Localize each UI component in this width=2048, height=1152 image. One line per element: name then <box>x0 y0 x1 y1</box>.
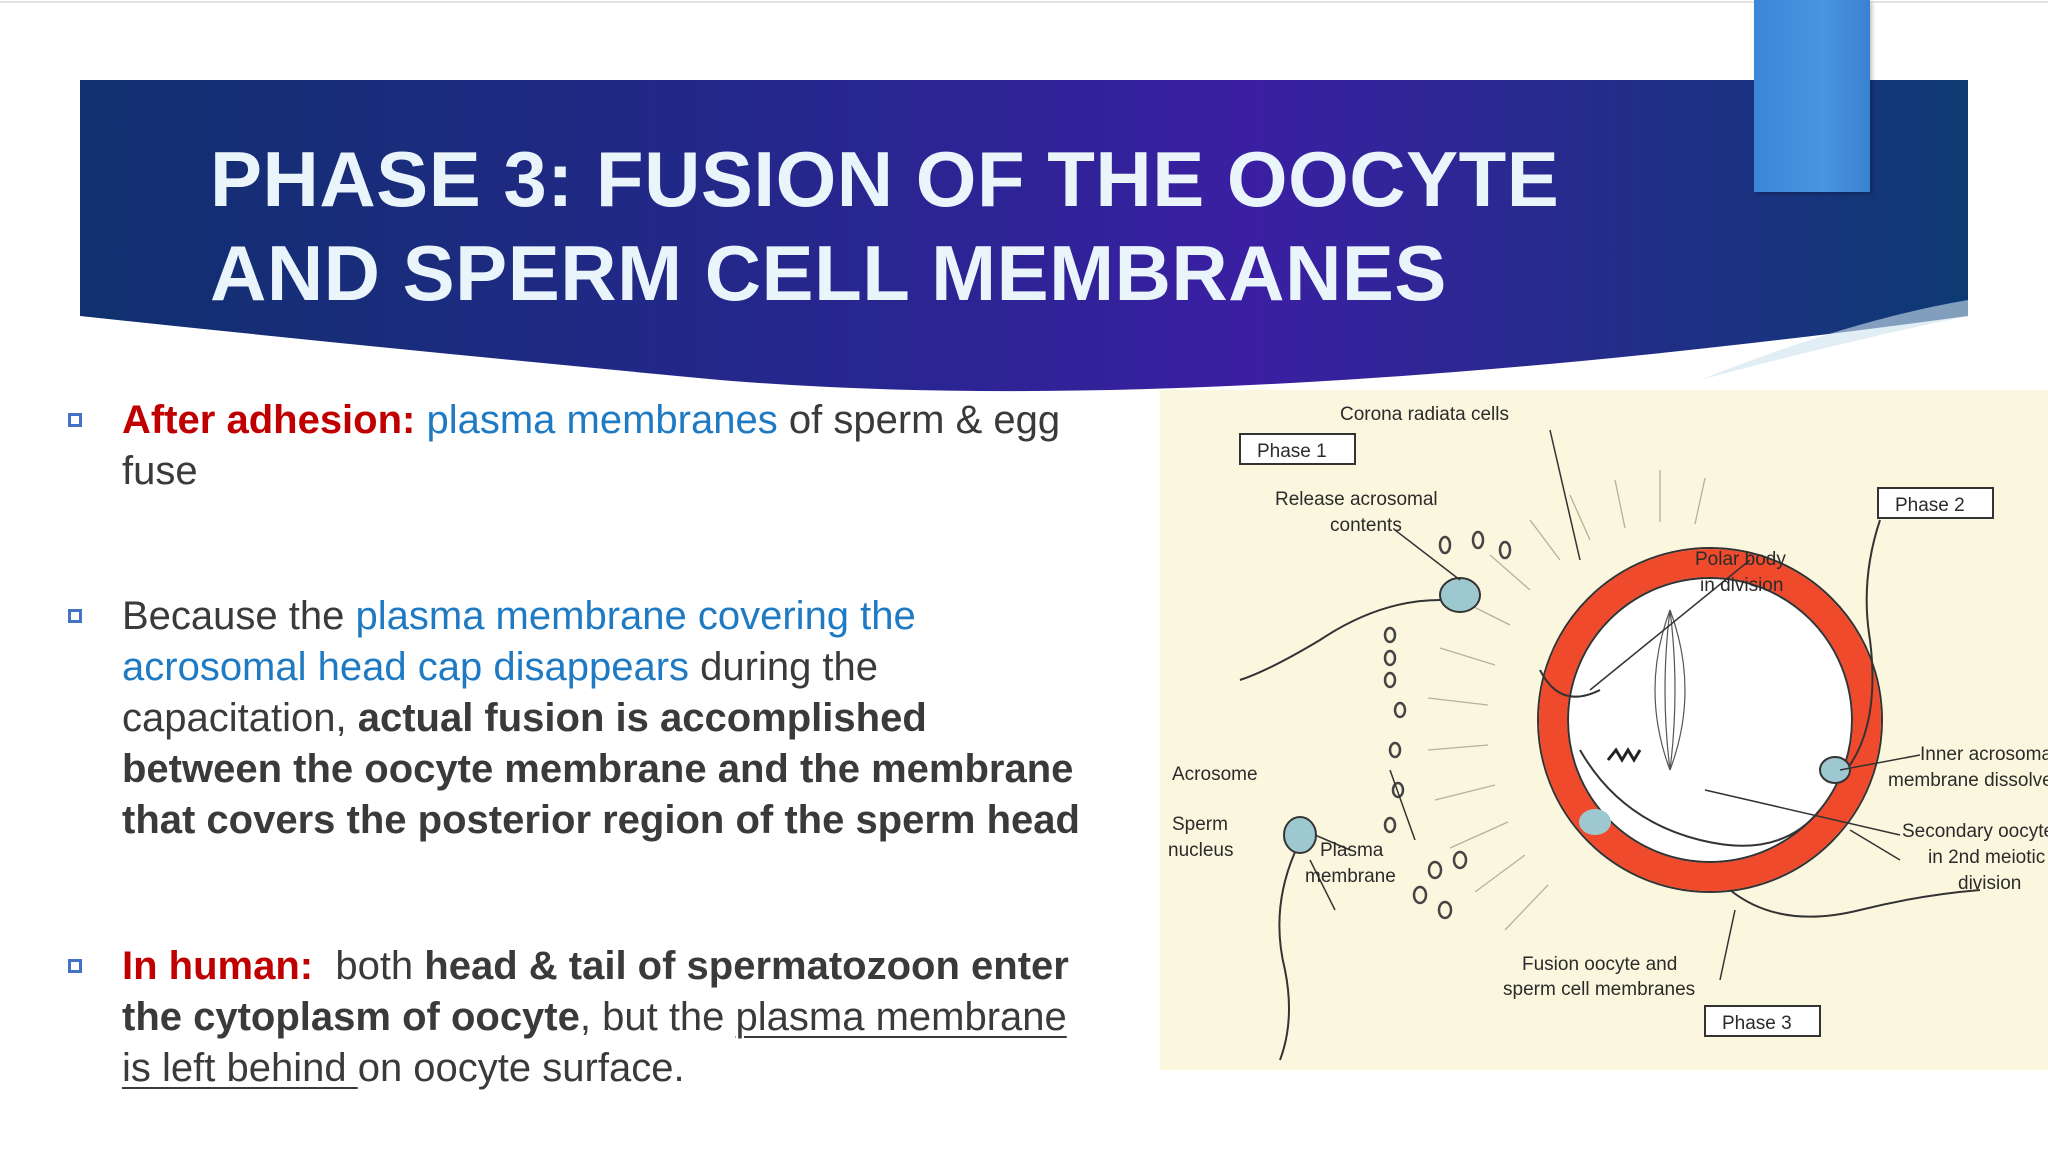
accent-tab <box>1754 0 1870 192</box>
body-text: Because the <box>122 594 356 638</box>
square-bullet-icon <box>68 959 82 973</box>
label-release-2: contents <box>1330 515 1402 536</box>
label-acrosome: Acrosome <box>1172 764 1258 785</box>
bold-text: that covers the posterior region of the … <box>122 798 1080 842</box>
title-line-2: AND SPERM CELL MEMBRANES <box>210 229 1447 317</box>
title-line-1: PHASE 3: FUSION OF THE OOCYTE <box>210 135 1560 223</box>
label-sperm-2: nucleus <box>1168 840 1234 861</box>
body-text: capacitation, <box>122 696 358 740</box>
bold-text: between the oocyte membrane and the memb… <box>122 747 1074 791</box>
slide-title: PHASE 3: FUSION OF THE OOCYTE AND SPERM … <box>210 132 1610 320</box>
bullet-because: Because the plasma membrane covering the… <box>60 591 1160 846</box>
bullet-lead: After adhesion: <box>122 398 416 442</box>
label-secondary-2: in 2nd meiotic <box>1928 847 2045 868</box>
bullet-in-human: In human: both head & tail of spermatozo… <box>60 941 1160 1094</box>
highlight-text: plasma membranes <box>426 398 778 442</box>
label-polar-2: in division <box>1700 575 1783 596</box>
corona-rays <box>1427 470 1706 931</box>
bold-text: head & tail of spermatozoon enter <box>424 944 1069 988</box>
body-text: , but the <box>579 995 736 1039</box>
highlight-text: acrosomal head cap disappears <box>122 645 690 689</box>
bullet-lead: In human: <box>122 944 314 988</box>
zona-inner <box>1567 577 1853 863</box>
underlined-text: plasma membrane <box>735 995 1067 1039</box>
sperm-head-phase2 <box>1819 756 1851 784</box>
sperm-tail <box>1849 519 1881 766</box>
label-fusion-2: sperm cell membranes <box>1503 979 1695 1000</box>
label-plasma-1: Plasma <box>1320 840 1384 861</box>
label-secondary-3: division <box>1958 873 2021 894</box>
label-sperm-1: Sperm <box>1172 814 1228 835</box>
label-phase2: Phase 2 <box>1895 495 1965 516</box>
label-inner-2: membrane dissolves <box>1888 770 2048 791</box>
title-banner <box>0 1 2048 392</box>
oocyte-membrane <box>1579 749 1821 847</box>
phase1-box <box>1239 433 1356 465</box>
square-bullet-icon <box>68 609 82 623</box>
highlight-text: plasma membrane covering the <box>355 594 916 638</box>
sperm-head-detail <box>1283 816 1317 854</box>
label-secondary-1: Secondary oocyte <box>1902 821 2048 842</box>
label-corona: Corona radiata cells <box>1340 404 1509 425</box>
corona-cells <box>1383 530 1512 920</box>
body-text: fuse <box>122 449 198 493</box>
label-release-1: Release acrosomal <box>1275 489 1438 510</box>
fertilization-diagram: Corona radiata cells Phase 1 Release acr… <box>1160 390 2048 1070</box>
sperm-tail <box>1729 889 1981 918</box>
underlined-text: is left behind <box>122 1046 358 1090</box>
sperm-tail <box>1278 851 1296 1061</box>
body-text: on oocyte surface. <box>357 1046 685 1090</box>
bold-text: the cytoplasm of oocyte <box>122 995 580 1039</box>
body-text: during the <box>689 645 879 689</box>
zona-pellucida-ring <box>1539 549 1881 891</box>
bullet-after-adhesion: After adhesion: plasma membranes of sper… <box>60 395 1160 497</box>
bold-text: actual fusion is accomplished <box>357 696 927 740</box>
label-phase3: Phase 3 <box>1722 1013 1792 1034</box>
square-bullet-icon <box>68 413 82 427</box>
label-fusion-1: Fusion oocyte and <box>1522 954 1677 975</box>
sperm-tail <box>1239 599 1441 681</box>
label-plasma-2: membrane <box>1305 866 1396 887</box>
body-text: both <box>313 944 425 988</box>
leader-lines <box>1309 429 1921 981</box>
label-polar-1: Polar body <box>1695 549 1786 570</box>
sperm-tail-inside <box>1539 669 1601 698</box>
phase3-box <box>1704 1005 1821 1037</box>
phase2-box <box>1877 487 1994 519</box>
label-phase1: Phase 1 <box>1257 441 1327 462</box>
chromosomes <box>1606 747 1642 763</box>
label-inner-1: Inner acrosomal <box>1920 744 2048 765</box>
sperm-nucleus-inside <box>1579 809 1611 835</box>
sperm-head-phase1 <box>1439 577 1481 613</box>
body-text: of sperm & egg <box>777 398 1061 442</box>
meiotic-spindle <box>1654 609 1686 771</box>
